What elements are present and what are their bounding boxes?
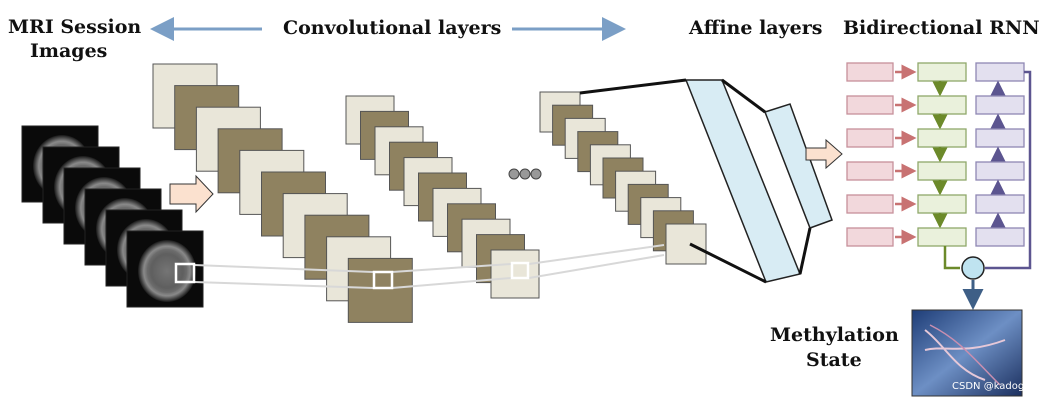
rnn-forward-cell <box>917 128 967 148</box>
rnn-forward-cell <box>917 227 967 247</box>
methylation-label-line2: State <box>806 349 862 371</box>
rnn-input-cell <box>846 161 894 181</box>
rnn-backward-cell <box>975 128 1025 148</box>
input-arrow <box>169 174 214 214</box>
mri-label-line2: Images <box>30 40 107 62</box>
affine-to-rnn-arrow <box>805 138 843 170</box>
dna-image: CSDN @kadog <box>911 309 1024 397</box>
mri-label-line1: MRI Session <box>8 16 141 38</box>
forward-to-output <box>943 246 960 270</box>
feature-map <box>665 223 707 265</box>
rnn-input-cell <box>846 227 894 247</box>
mri-image-stack <box>21 125 204 308</box>
conv-stack-1 <box>152 63 413 323</box>
rnn-backward-cell <box>975 227 1025 247</box>
rnn-forward-cell <box>917 194 967 214</box>
conv2-window <box>510 261 530 280</box>
rnn-input-cell <box>846 95 894 115</box>
rnn-backward-cell <box>975 95 1025 115</box>
methylation-label-line1: Methylation <box>770 324 899 346</box>
mri-slice <box>126 230 204 308</box>
rnn-backward-cell <box>975 161 1025 181</box>
feature-map <box>347 257 413 323</box>
affine-label: Affine layers <box>688 17 822 39</box>
receptive-field-lines <box>193 244 665 289</box>
affine-layer-2 <box>764 103 833 229</box>
watermark-text: CSDN @kadog <box>952 381 1024 392</box>
feature-map <box>490 249 540 299</box>
conv1-window <box>372 270 394 290</box>
conv-stack-3 <box>539 91 707 265</box>
backward-to-output <box>985 70 1032 270</box>
conv-label: Convolutional layers <box>283 17 501 39</box>
rnn-forward-cell <box>917 95 967 115</box>
bidirectional-rnn <box>846 62 1032 270</box>
rnn-input-cell <box>846 194 894 214</box>
rnn-backward-cell <box>975 194 1025 214</box>
rnn-input-cell <box>846 128 894 148</box>
conv-stack-2 <box>345 95 540 299</box>
rnn-label: Bidirectional RNN <box>843 17 1039 39</box>
mri-window <box>174 262 196 284</box>
output-node <box>961 256 985 280</box>
rnn-forward-cell <box>917 62 967 82</box>
ellipsis-dots <box>508 168 542 180</box>
rnn-forward-cell <box>917 161 967 181</box>
affine-layers <box>579 78 833 284</box>
rnn-input-cell <box>846 62 894 82</box>
rnn-backward-cell <box>975 62 1025 82</box>
